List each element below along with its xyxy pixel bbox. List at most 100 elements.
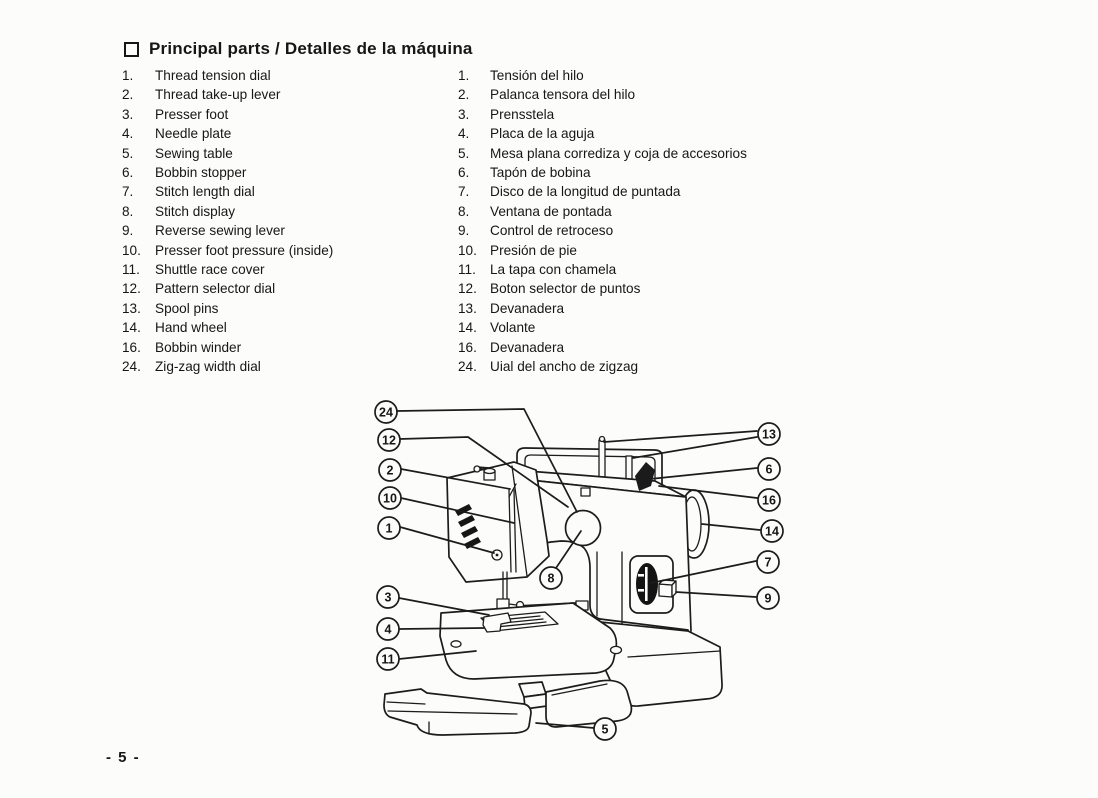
part-number: 3. bbox=[458, 106, 470, 122]
part-label: Pattern selector dial bbox=[155, 281, 276, 297]
part-label: Hand wheel bbox=[155, 320, 227, 336]
callout-10: 10 bbox=[378, 486, 402, 510]
part-label: La tapa con chamela bbox=[490, 262, 617, 278]
part-number: 7. bbox=[458, 184, 470, 200]
feed-dog-slot bbox=[495, 621, 547, 628]
part-number: 12. bbox=[122, 281, 141, 297]
parts-list-item: 7. Stitch length dial bbox=[122, 182, 452, 201]
parts-list-item: 14. Hand wheel bbox=[122, 318, 452, 337]
part-label: Thread take-up lever bbox=[155, 87, 281, 103]
callout-16: 16 bbox=[757, 488, 781, 512]
parts-list-item: 24. Uial del ancho de zigzag bbox=[458, 357, 838, 376]
part-label: Ventana de pontada bbox=[490, 203, 612, 219]
pressure-dial-top bbox=[483, 467, 496, 475]
vent-slot bbox=[461, 526, 478, 538]
take-up-lever bbox=[508, 483, 517, 498]
stitch-display bbox=[564, 509, 602, 547]
vent-slot bbox=[455, 504, 472, 516]
part-number: 2. bbox=[122, 87, 134, 103]
callout-14: 14 bbox=[760, 519, 784, 543]
svg-text:14: 14 bbox=[765, 525, 779, 539]
open-square-icon bbox=[124, 42, 139, 57]
parts-list-item: 16. Bobbin winder bbox=[122, 338, 452, 357]
callout-3: 3 bbox=[376, 585, 400, 609]
callout-13: 13 bbox=[757, 422, 781, 446]
part-label: Devanadera bbox=[490, 339, 565, 355]
reverse-lever bbox=[658, 583, 673, 598]
part-number: 10. bbox=[122, 242, 141, 258]
callout-leader-24 bbox=[396, 408, 578, 513]
svg-text:12: 12 bbox=[382, 434, 396, 448]
face-cover-crease bbox=[511, 465, 528, 577]
part-number: 12. bbox=[458, 281, 477, 297]
part-label: Tapón de bobina bbox=[490, 165, 591, 181]
svg-text:5: 5 bbox=[602, 723, 609, 737]
callout-leader-12 bbox=[399, 436, 569, 508]
parts-list-item: 8. Stitch display bbox=[122, 202, 452, 221]
parts-list-english: 1. Thread tension dial 2. Thread take-up… bbox=[122, 66, 452, 377]
part-label: Sewing table bbox=[155, 145, 233, 161]
callout-24: 24 bbox=[374, 400, 398, 424]
part-number: 14. bbox=[122, 320, 141, 336]
parts-list-item: 3. Prensstela bbox=[458, 105, 838, 124]
callout-11: 11 bbox=[376, 647, 400, 671]
callout-leader-13 bbox=[632, 436, 758, 459]
callout-leader-1 bbox=[399, 526, 495, 554]
svg-text:3: 3 bbox=[385, 591, 392, 605]
callout-5: 5 bbox=[593, 717, 617, 741]
part-number: 9. bbox=[122, 223, 134, 239]
callout-leader-14 bbox=[701, 523, 761, 531]
parts-list-item: 10. Presser foot pressure (inside) bbox=[122, 241, 452, 260]
part-number: 8. bbox=[122, 203, 134, 219]
part-number: 3. bbox=[122, 106, 134, 122]
callout-8: 8 bbox=[539, 566, 563, 590]
thread-guide bbox=[580, 487, 591, 497]
part-label: Tensión del hilo bbox=[490, 68, 584, 83]
needle-bar-slot bbox=[513, 489, 517, 573]
part-label: Volante bbox=[490, 320, 536, 336]
base-top-edge bbox=[627, 650, 721, 658]
parts-list-item: 4. Needle plate bbox=[122, 124, 452, 143]
parts-list-item: 8. Ventana de pontada bbox=[458, 202, 838, 221]
parts-list-item: 6. Bobbin stopper bbox=[122, 163, 452, 182]
part-label: Presión de pie bbox=[490, 242, 577, 258]
callout-6: 6 bbox=[757, 457, 781, 481]
page-title-text: Principal parts / Detalles de la máquina bbox=[149, 39, 473, 58]
part-label: Stitch display bbox=[155, 203, 236, 219]
parts-list-item: 14. Volante bbox=[458, 318, 838, 337]
parts-list-item: 24. Zig-zag width dial bbox=[122, 357, 452, 376]
part-label: Palanca tensora del hilo bbox=[490, 87, 636, 103]
part-label: Presser foot bbox=[155, 106, 229, 122]
svg-text:4: 4 bbox=[385, 623, 392, 637]
part-number: 1. bbox=[458, 68, 470, 83]
presser-foot bbox=[482, 612, 512, 633]
callout-leader-4 bbox=[398, 627, 485, 630]
part-label: Spool pins bbox=[155, 300, 219, 316]
parts-list-item: 12. Boton selector de puntos bbox=[458, 279, 838, 298]
head-screw bbox=[473, 465, 481, 473]
parts-list-item: 13. Spool pins bbox=[122, 299, 452, 318]
svg-text:24: 24 bbox=[379, 406, 393, 420]
clamp-screw-arm bbox=[508, 603, 518, 606]
parts-list-item: 12. Pattern selector dial bbox=[122, 279, 452, 298]
vent-slot bbox=[458, 515, 475, 527]
parts-list-item: 13. Devanadera bbox=[458, 299, 838, 318]
callout-leader-5 bbox=[535, 722, 595, 729]
callout-1: 1 bbox=[377, 516, 401, 540]
parts-list-item: 11. Shuttle race cover bbox=[122, 260, 452, 279]
bobbin-winder bbox=[635, 462, 655, 491]
callout-7: 7 bbox=[756, 550, 780, 574]
parts-list-item: 10. Presión de pie bbox=[458, 241, 838, 260]
part-label: Presser foot pressure (inside) bbox=[155, 242, 334, 258]
part-number: 16. bbox=[122, 339, 141, 355]
callout-leader-10 bbox=[400, 497, 515, 524]
callout-leader-2 bbox=[400, 468, 511, 490]
callout-leader-13 bbox=[603, 430, 758, 443]
part-number: 5. bbox=[458, 145, 470, 161]
dial-mark bbox=[638, 589, 644, 592]
part-label: Mesa plana corrediza y coja de accesorio… bbox=[490, 145, 747, 161]
dial-slit bbox=[645, 567, 648, 601]
